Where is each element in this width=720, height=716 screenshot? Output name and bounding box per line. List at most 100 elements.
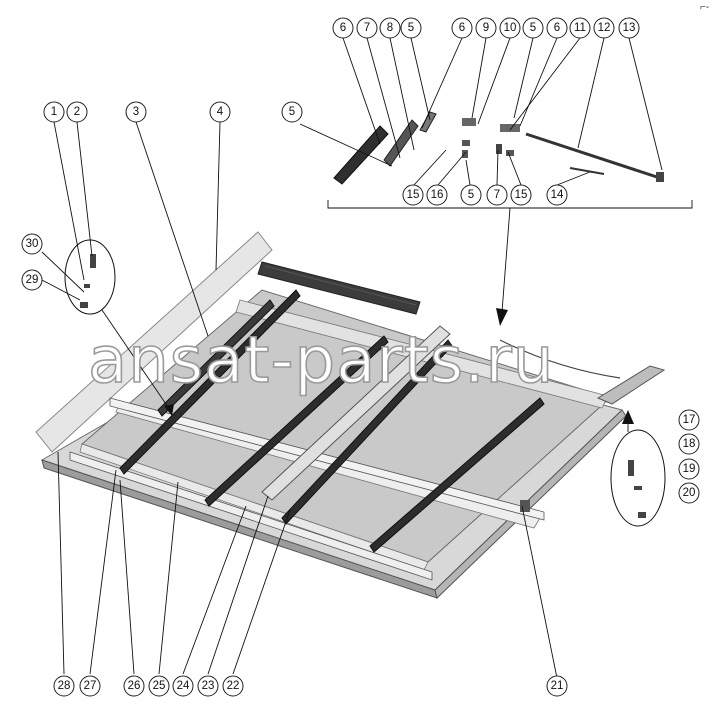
left-detail-bolt [90,254,96,268]
callout-6: 6 [451,17,473,39]
callout-label: 7 [364,22,370,34]
side-latch [520,500,530,512]
callout-label: 5 [408,22,414,34]
callout-20: 20 [678,482,700,504]
detail-bracket-left [333,125,389,185]
callout-label: 8 [387,22,393,34]
callout-label: 21 [551,680,564,692]
callout-30: 30 [21,233,43,255]
callout-label: 24 [177,680,190,692]
callout-label: 3 [133,106,139,118]
side-panel [35,231,273,453]
callout-label: 5 [530,22,536,34]
callout-label: 28 [58,680,71,692]
callout-7: 7 [356,17,378,39]
callout-24: 24 [172,675,194,697]
callout-label: 25 [153,680,166,692]
right-detail-washer [634,486,642,490]
callout-label: 6 [554,22,560,34]
linkage-rod [499,339,621,379]
corner-mark: ⌐- [700,2,709,13]
callout-7: 7 [486,184,508,206]
callout-22: 22 [222,675,244,697]
left-detail-pointer [101,309,171,411]
detail-block-9 [462,118,476,126]
callout-5: 5 [400,17,422,39]
detail-grouping-bracket [327,200,693,209]
callout-label: 18 [683,438,696,450]
callout-15: 15 [402,184,424,206]
callout-11: 11 [569,17,591,39]
detail-part-16 [462,150,468,158]
detail-part-15b [506,150,514,156]
detail-rod-12 [525,132,661,180]
callout-13: 13 [618,17,640,39]
callout-1: 1 [43,101,65,123]
callout-25: 25 [148,675,170,697]
callout-label: 16 [431,189,444,201]
right-detail-arrow-head [622,410,634,424]
callout-label: 6 [459,22,465,34]
callout-5: 5 [522,17,544,39]
callout-5: 5 [460,184,482,206]
callout-label: 29 [26,274,39,286]
callout-label: 30 [26,238,39,250]
callout-label: 4 [217,106,224,118]
left-detail-nut [80,302,88,308]
callout-8: 8 [379,17,401,39]
callout-label: 5 [468,189,474,201]
callout-label: 14 [551,189,564,201]
callout-label: 2 [74,106,80,118]
callout-5: 5 [281,101,303,123]
callout-19: 19 [678,458,700,480]
callout-12: 12 [593,17,615,39]
callout-label: 6 [340,22,346,34]
callout-6: 6 [332,17,354,39]
bar-left [157,299,275,417]
bar-3 [281,339,453,525]
callout-label: 22 [227,680,240,692]
bar-4 [369,397,545,553]
left-detail-arrow-head [164,404,174,416]
callout-28: 28 [53,675,75,697]
callout-label: 7 [494,189,500,201]
watermark-text: ansat-parts.ru [88,324,554,398]
callout-label: 17 [683,414,696,426]
callout-label: 5 [289,106,295,118]
callout-29: 29 [21,269,43,291]
bar-2 [204,335,389,507]
callout-label: 9 [483,22,489,34]
callout-4: 4 [209,101,231,123]
exploded-detail [327,111,693,326]
left-detail-washer [84,284,90,288]
detail-part-7b [496,144,502,154]
callout-17: 17 [678,409,700,431]
callout-2: 2 [66,101,88,123]
callout-label: 13 [623,22,636,34]
detail-block-11 [500,124,520,132]
callout-label: 12 [598,22,611,34]
detail-pin-14 [569,167,605,175]
leader-lines [41,37,663,679]
right-detail-nut [638,512,646,518]
callout-16: 16 [426,184,448,206]
left-detail-oval [64,239,116,315]
callout-label: 11 [574,22,586,34]
detail-part-15a [462,140,470,146]
detail-arrow-head [496,308,508,326]
callout-10: 10 [499,17,521,39]
detail-arrow-line [501,207,511,313]
callouts: 6 7 8 5 6 9 10 5 6 11 12 13 5 15 16 5 7 … [21,17,700,697]
callout-9: 9 [475,17,497,39]
callout-26: 26 [123,675,145,697]
callout-15: 15 [510,184,532,206]
callout-3: 3 [125,101,147,123]
callout-14: 14 [546,184,568,206]
detail-end-13 [656,172,664,182]
callout-label: 20 [683,487,696,499]
callout-label: 15 [407,189,420,201]
callout-label: 26 [128,680,141,692]
callout-label: 27 [84,680,97,692]
callout-6: 6 [546,17,568,39]
